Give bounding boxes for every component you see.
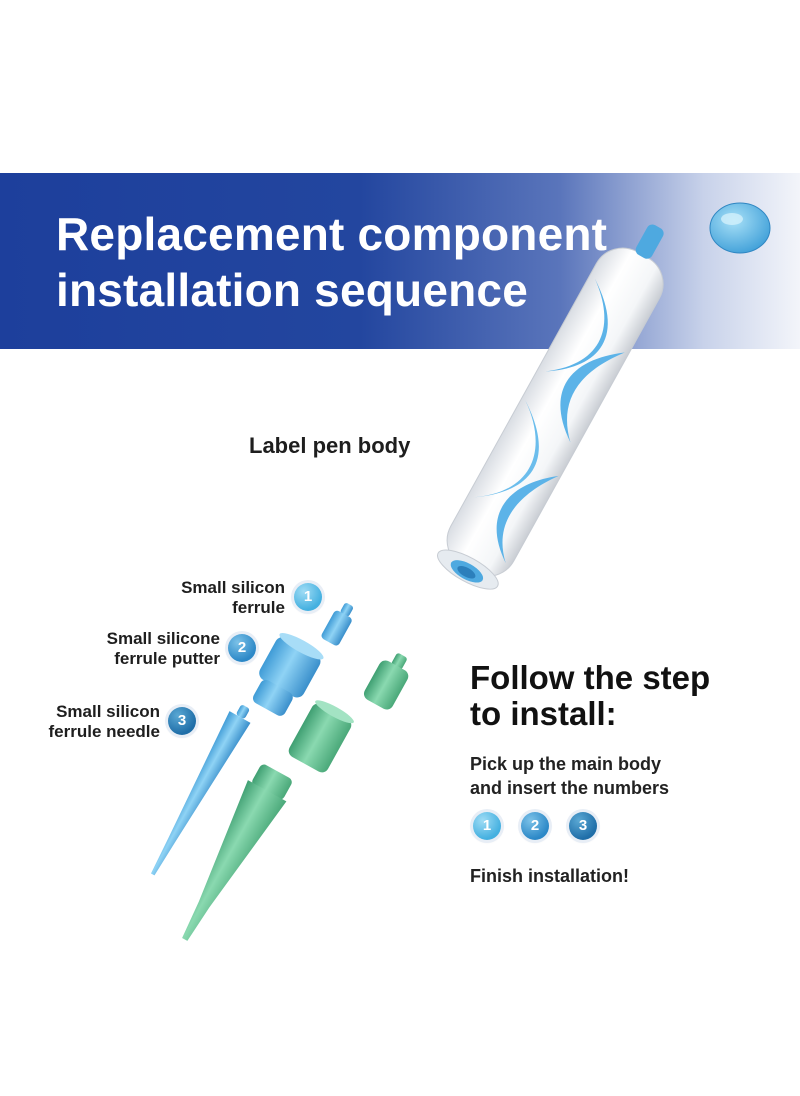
part-green-putter (288, 700, 354, 773)
part-label-1-line-1: Small silicon (181, 578, 285, 597)
instructions-step-badges: 1 2 3 (473, 812, 603, 844)
banner-title-line-1: Replacement component (56, 208, 608, 260)
step-badge-1: 1 (294, 583, 322, 611)
instructions-title-line-1: Follow the step (470, 659, 711, 696)
instructions-step-1: 1 (473, 812, 501, 840)
part-label-3-line-1: Small silicon (56, 702, 160, 721)
part-label-2-line-2: ferrule putter (114, 649, 220, 668)
instructions-body-line-1: Pick up the main body (470, 754, 662, 774)
header-banner (0, 173, 800, 349)
instructions-body: Pick up the main body and insert the num… (470, 752, 669, 800)
banner-title-line-2: installation sequence (56, 264, 528, 316)
instructions-step-3: 3 (569, 812, 597, 840)
part-label-2-line-1: Small silicone (106, 629, 220, 648)
part-ferrule-needle (150, 705, 251, 876)
part-green-needle (182, 764, 292, 941)
banner-title: Replacement component installation seque… (56, 206, 696, 318)
part-label-3-line-2: ferrule needle (48, 722, 161, 741)
instructions-body-line-2: and insert the numbers (470, 778, 670, 798)
part-small-ferrule (321, 603, 353, 646)
instructions-title: Follow the step to install: (470, 660, 710, 732)
part-label-1: Small silicon ferrule (130, 578, 285, 618)
part-green-small-ferrule (363, 653, 409, 710)
part-label-3: Small silicon ferrule needle (20, 702, 161, 742)
instructions-finish: Finish installation! (470, 866, 630, 886)
step-badge-3: 3 (168, 707, 196, 735)
instructions-title-line-2: to install: (470, 695, 617, 732)
part-label-1-line-2: ferrule (232, 598, 285, 617)
pen-body (437, 202, 771, 590)
part-ferrule-putter (252, 633, 324, 716)
pen-body-label: Label pen body (249, 433, 411, 458)
step-badge-2: 2 (228, 634, 256, 662)
part-label-2: Small silicone ferrule putter (70, 629, 220, 669)
instructions-step-2: 2 (521, 812, 549, 840)
